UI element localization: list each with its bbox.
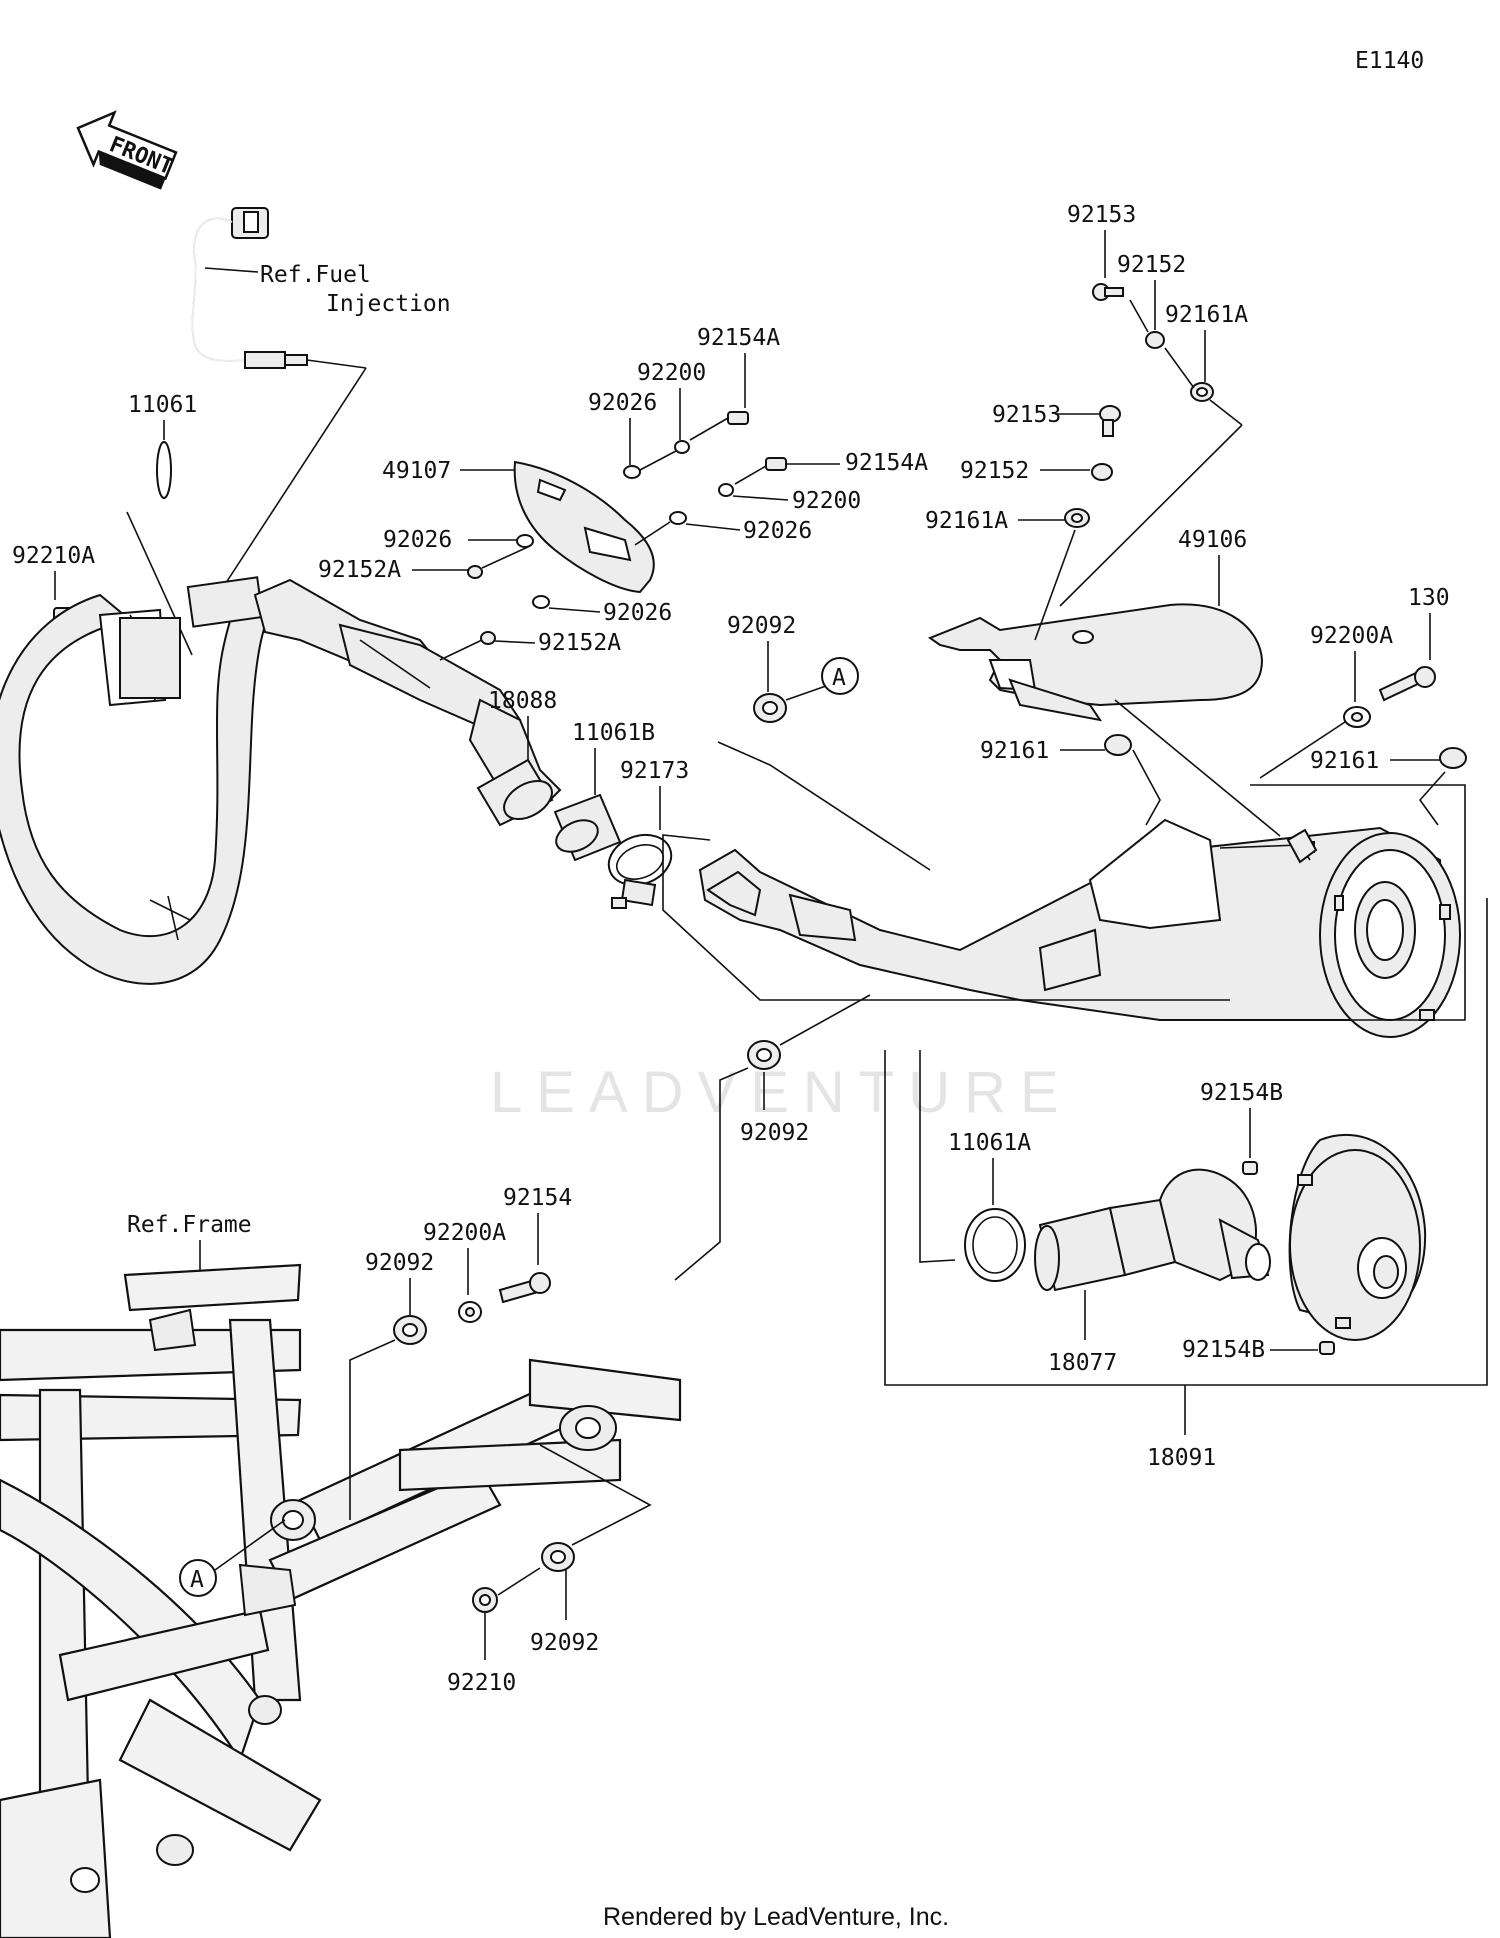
part-label-92152-top: 92152	[1117, 252, 1186, 278]
front-arrow-icon: FRONT	[76, 110, 178, 190]
footer-credit: Rendered by LeadVenture, Inc.	[603, 1903, 949, 1931]
part-label-130: 130	[1408, 585, 1450, 611]
muffler-assembly	[698, 818, 1461, 1038]
diagram-code: E1140	[1355, 48, 1424, 74]
part-label-92161A-top: 92161A	[1165, 302, 1248, 328]
screw-92154B-top	[1242, 1161, 1258, 1175]
heat-cover-49106	[927, 603, 1264, 722]
connecting-pipe-18088	[476, 758, 554, 827]
screw-92153-top	[1092, 283, 1124, 301]
ref-fuel-injection: Ref.Fuel	[260, 262, 371, 288]
rubber-damper-bottom	[541, 1542, 575, 1572]
heat-cover-49107	[513, 460, 655, 594]
part-label-92200A-right: 92200A	[1310, 623, 1393, 649]
part-label-92200-right: 92200	[792, 488, 861, 514]
part-label-49107: 49107	[382, 458, 451, 484]
part-label-18088: 18088	[488, 688, 557, 714]
part-label-92154A-top: 92154A	[697, 325, 780, 351]
part-label-92161A-mid: 92161A	[925, 508, 1008, 534]
part-label-92152A-left: 92152A	[318, 557, 401, 583]
rubber-damper-top	[753, 693, 787, 723]
part-label-92026-right: 92026	[743, 518, 812, 544]
ref-fuel-injection-2: Injection	[326, 291, 451, 317]
nut-92210	[472, 1587, 498, 1613]
part-label-92161-left: 92161	[980, 738, 1049, 764]
part-label-11061A: 11061A	[948, 1130, 1031, 1156]
bolt-92154	[498, 1272, 551, 1304]
part-label-92026-top: 92026	[588, 390, 657, 416]
part-label-92092-mid: 92092	[740, 1120, 809, 1146]
part-label-18091: 18091	[1147, 1445, 1216, 1471]
ref-frame: Ref.Frame	[127, 1212, 252, 1238]
part-label-92154B-low: 92154B	[1182, 1337, 1265, 1363]
part-label-49106: 49106	[1178, 527, 1247, 553]
oxygen-sensor	[191, 207, 367, 593]
part-label-11061B: 11061B	[572, 720, 655, 746]
rubber-damper-frame	[393, 1315, 427, 1345]
part-label-92152-mid: 92152	[960, 458, 1029, 484]
part-label-92092-frame: 92092	[365, 1250, 434, 1276]
part-label-92161-right: 92161	[1310, 748, 1379, 774]
gasket-11061A	[964, 1208, 1026, 1282]
screw-92154B-low	[1319, 1341, 1335, 1355]
part-label-92153-top: 92153	[1067, 202, 1136, 228]
part-label-92092-top: 92092	[727, 613, 796, 639]
part-label-11061: 11061	[128, 392, 197, 418]
screw-92153-mid	[1099, 405, 1121, 437]
part-label-92154A-right: 92154A	[845, 450, 928, 476]
watermark: LEADVENTURE	[490, 1060, 1073, 1125]
gasket-11061B	[553, 793, 622, 862]
part-label-92200-top: 92200	[637, 360, 706, 386]
part-label-92210: 92210	[447, 1670, 516, 1696]
part-label-92210A: 92210A	[12, 543, 95, 569]
callout-marker-a-bottom	[179, 1559, 217, 1597]
part-label-92153-mid: 92153	[992, 402, 1061, 428]
part-label-92154: 92154	[503, 1185, 572, 1211]
part-label-92026-left: 92026	[383, 527, 452, 553]
callout-a-top-label: A	[832, 665, 846, 691]
bolt-130	[1378, 666, 1436, 702]
part-label-18077: 18077	[1048, 1350, 1117, 1376]
part-label-92092-bottom: 92092	[530, 1630, 599, 1656]
part-label-92154B-top: 92154B	[1200, 1080, 1283, 1106]
part-label-92026-low: 92026	[603, 600, 672, 626]
tailpipe-18077	[1034, 1168, 1271, 1292]
part-label-92200A-low: 92200A	[423, 1220, 506, 1246]
part-label-92152A-low: 92152A	[538, 630, 621, 656]
callout-marker-a-top	[821, 657, 859, 695]
end-cap	[1288, 1134, 1427, 1341]
part-label-92173: 92173	[620, 758, 689, 784]
callout-a-bottom-label: A	[190, 1567, 204, 1593]
frame-section	[0, 1263, 682, 1938]
rubber-damper-mid	[747, 1040, 781, 1070]
header-pipe	[0, 576, 562, 985]
